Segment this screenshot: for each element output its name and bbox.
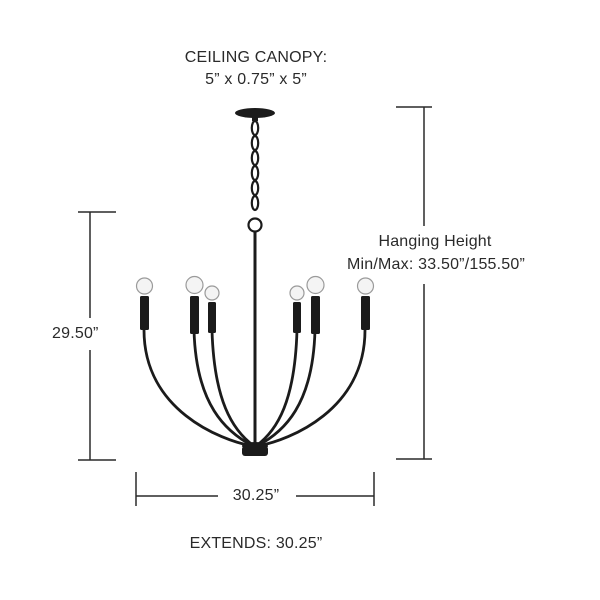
- chain: [247, 119, 263, 233]
- hanging-height-dimension: [396, 106, 432, 460]
- fixture-height-label: 29.50”: [52, 325, 99, 342]
- fixture-width-label: 30.25”: [232, 487, 280, 504]
- hanging-height-title: Hanging Height: [378, 233, 492, 250]
- canopy-title: CEILING CANOPY:: [184, 49, 328, 66]
- candle-sockets: [140, 296, 370, 334]
- chandelier: [135, 108, 375, 456]
- bottom-finial: [242, 442, 268, 456]
- hanging-height-minmax: Min/Max: 33.50”/155.50”: [346, 256, 526, 273]
- bulb-icon: [185, 275, 204, 295]
- light-bulbs: [135, 275, 375, 301]
- extends-label: EXTENDS: 30.25”: [189, 535, 323, 552]
- canopy-dimensions: 5” x 0.75” x 5”: [205, 71, 307, 88]
- ceiling-canopy: [235, 108, 275, 121]
- dimension-lines: [78, 106, 432, 506]
- bulb-icon: [289, 285, 305, 301]
- fixture-width-dimension: [135, 472, 375, 506]
- bulb-icon: [356, 277, 375, 295]
- bulb-icon: [204, 285, 220, 301]
- arms: [142, 328, 367, 448]
- bulb-icon: [306, 275, 325, 295]
- fixture-height-dimension: [78, 211, 116, 461]
- bulb-icon: [135, 277, 154, 295]
